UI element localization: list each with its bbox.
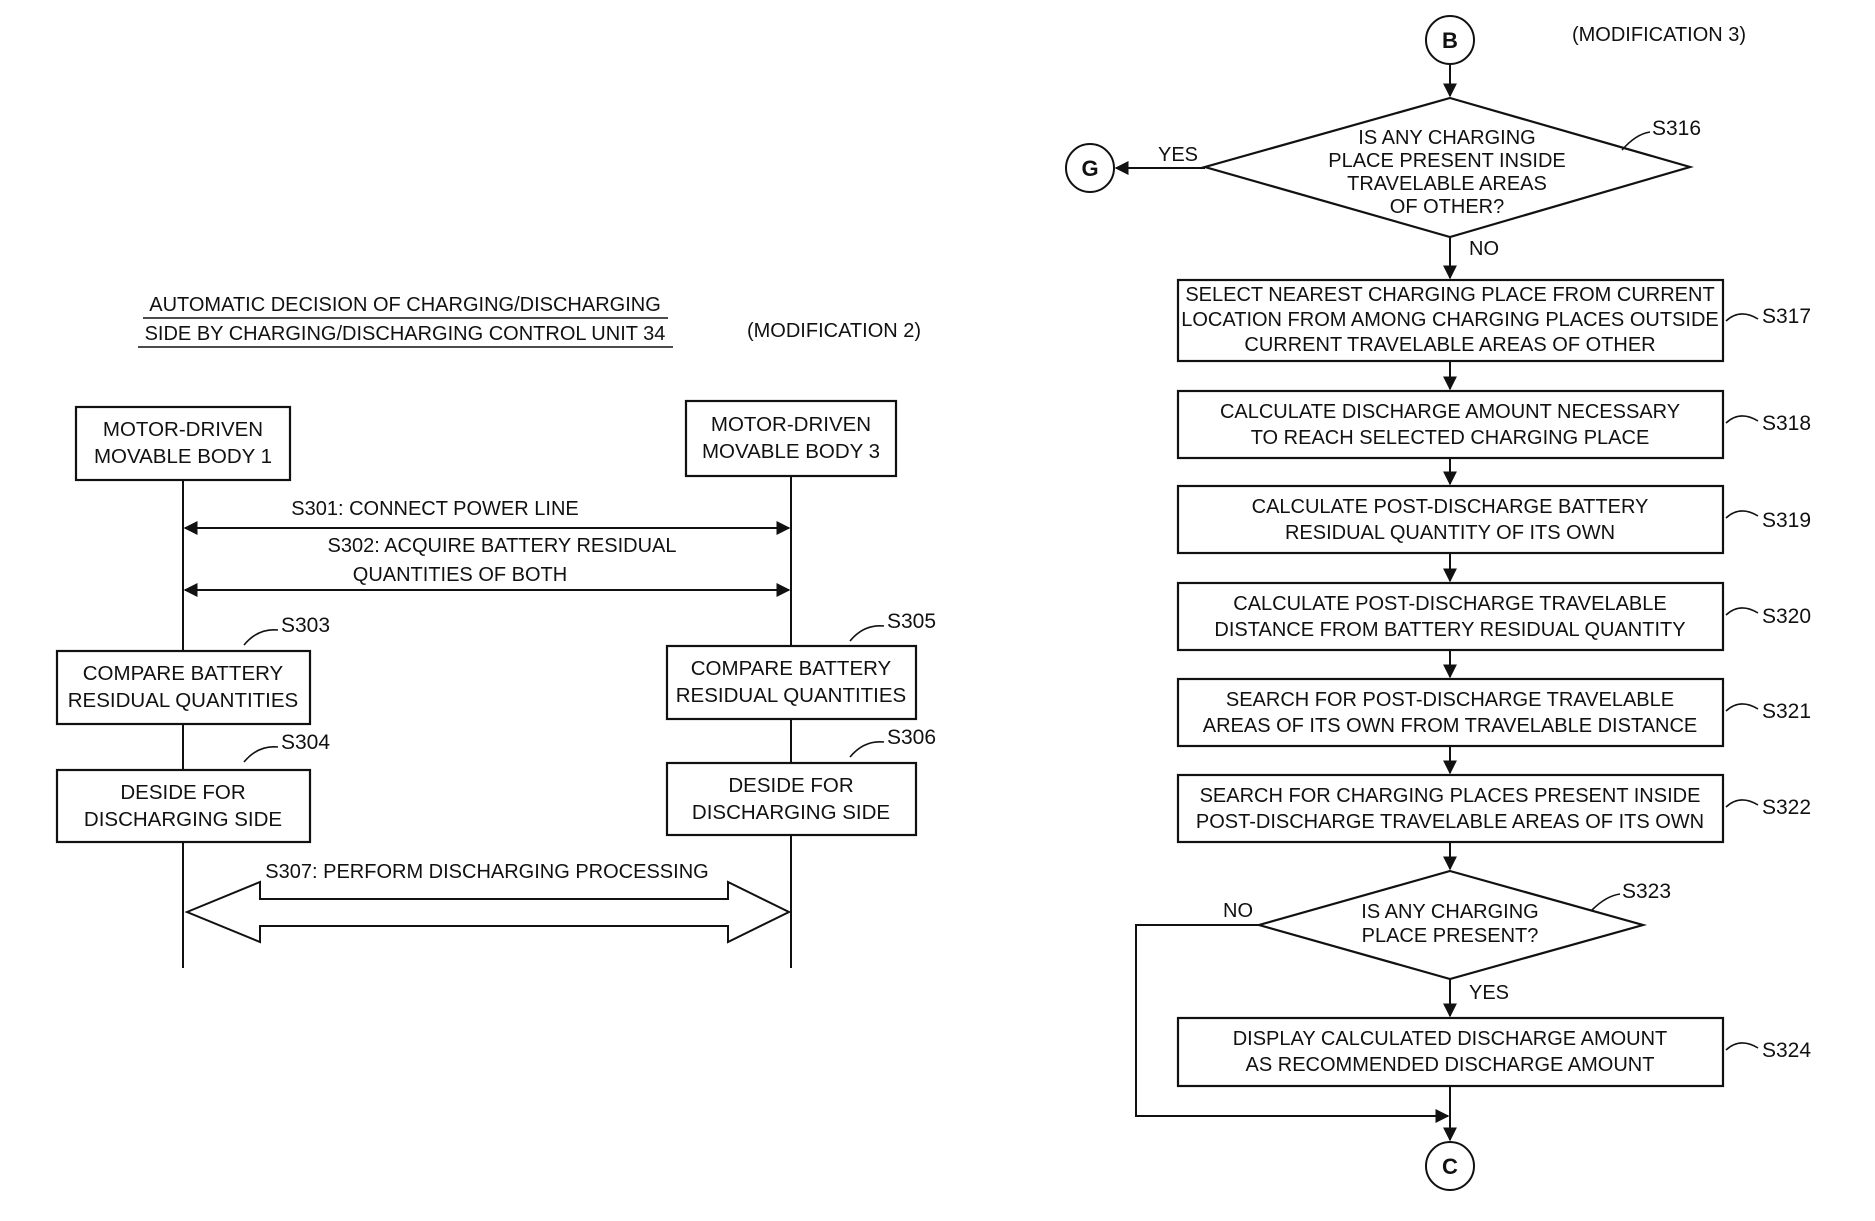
- svg-text:CALCULATE POST-DISCHARGE BATTE: CALCULATE POST-DISCHARGE BATTERY: [1252, 496, 1649, 518]
- svg-text:SELECT NEAREST CHARGING PLACE: SELECT NEAREST CHARGING PLACE FROM CURRE…: [1185, 284, 1714, 306]
- svg-text:B: B: [1442, 28, 1458, 53]
- svg-text:TRAVELABLE AREAS: TRAVELABLE AREAS: [1347, 173, 1547, 195]
- s323-decision: IS ANY CHARGING PLACE PRESENT?: [1259, 871, 1643, 979]
- s307-double-arrow: [187, 882, 789, 942]
- s316-step-label: S316: [1652, 117, 1701, 140]
- svg-text:RESIDUAL QUANTITIES: RESIDUAL QUANTITIES: [676, 684, 906, 707]
- svg-text:MOVABLE BODY 3: MOVABLE BODY 3: [702, 440, 880, 463]
- svg-text:OF OTHER?: OF OTHER?: [1390, 196, 1504, 218]
- s305-box: COMPARE BATTERY RESIDUAL QUANTITIES: [667, 646, 916, 719]
- s324-step-label: S324: [1762, 1039, 1811, 1062]
- svg-text:DISPLAY CALCULATED DISCHARGE A: DISPLAY CALCULATED DISCHARGE AMOUNT: [1233, 1028, 1668, 1050]
- svg-text:DISTANCE FROM BATTERY RESIDUAL: DISTANCE FROM BATTERY RESIDUAL QUANTITY: [1214, 619, 1685, 641]
- svg-text:AS RECOMMENDED DISCHARGE AMOUN: AS RECOMMENDED DISCHARGE AMOUNT: [1246, 1054, 1655, 1076]
- svg-text:CALCULATE POST-DISCHARGE TRAVE: CALCULATE POST-DISCHARGE TRAVELABLE: [1233, 593, 1666, 615]
- s303-step-label: S303: [281, 614, 330, 637]
- s306-box: DESIDE FOR DISCHARGING SIDE: [667, 763, 916, 835]
- svg-text:CALCULATE DISCHARGE AMOUNT NEC: CALCULATE DISCHARGE AMOUNT NECESSARY: [1220, 401, 1680, 423]
- svg-text:AREAS OF ITS OWN FROM TRAVELAB: AREAS OF ITS OWN FROM TRAVELABLE DISTANC…: [1203, 715, 1698, 737]
- svg-text:PLACE PRESENT?: PLACE PRESENT?: [1362, 925, 1539, 947]
- s323-no-label: NO: [1223, 900, 1253, 922]
- s322-box: SEARCH FOR CHARGING PLACES PRESENT INSID…: [1178, 775, 1723, 842]
- svg-text:IS ANY CHARGING: IS ANY CHARGING: [1358, 127, 1535, 149]
- s321-step-label: S321: [1762, 700, 1811, 723]
- svg-text:RESIDUAL QUANTITIES: RESIDUAL QUANTITIES: [68, 689, 298, 712]
- svg-text:CURRENT TRAVELABLE AREAS OF OT: CURRENT TRAVELABLE AREAS OF OTHER: [1244, 334, 1655, 356]
- svg-text:DESIDE FOR: DESIDE FOR: [120, 781, 245, 804]
- s320-box: CALCULATE POST-DISCHARGE TRAVELABLE DIST…: [1178, 583, 1723, 650]
- s324-box: DISPLAY CALCULATED DISCHARGE AMOUNT AS R…: [1178, 1018, 1723, 1086]
- left-modification-label: (MODIFICATION 2): [747, 320, 921, 342]
- svg-text:RESIDUAL QUANTITY OF ITS OWN: RESIDUAL QUANTITY OF ITS OWN: [1285, 522, 1615, 544]
- svg-text:COMPARE BATTERY: COMPARE BATTERY: [83, 662, 284, 685]
- movable-body-3-box: MOTOR-DRIVEN MOVABLE BODY 3: [686, 401, 896, 476]
- s319-box: CALCULATE POST-DISCHARGE BATTERY RESIDUA…: [1178, 486, 1723, 553]
- right-modification-label: (MODIFICATION 3): [1572, 24, 1746, 46]
- svg-text:SEARCH FOR POST-DISCHARGE TRAV: SEARCH FOR POST-DISCHARGE TRAVELABLE: [1226, 689, 1674, 711]
- svg-text:DESIDE FOR: DESIDE FOR: [728, 774, 853, 797]
- svg-text:LOCATION FROM AMONG CHARGING P: LOCATION FROM AMONG CHARGING PLACES OUTS…: [1181, 309, 1718, 331]
- svg-text:MOTOR-DRIVEN: MOTOR-DRIVEN: [103, 418, 263, 441]
- svg-text:G: G: [1081, 156, 1098, 181]
- s316-no-label: NO: [1469, 238, 1499, 260]
- s323-step-label: S323: [1622, 880, 1671, 903]
- s304-box: DESIDE FOR DISCHARGING SIDE: [57, 770, 310, 842]
- left-title-line2: SIDE BY CHARGING/DISCHARGING CONTROL UNI…: [145, 323, 666, 345]
- movable-body-1-box: MOTOR-DRIVEN MOVABLE BODY 1: [76, 407, 290, 480]
- s318-step-label: S318: [1762, 412, 1811, 435]
- connector-c: C: [1426, 1142, 1474, 1190]
- s317-box: SELECT NEAREST CHARGING PLACE FROM CURRE…: [1178, 280, 1723, 361]
- svg-text:C: C: [1442, 1154, 1458, 1179]
- svg-text:MOVABLE BODY 1: MOVABLE BODY 1: [94, 445, 272, 468]
- flowchart: (MODIFICATION 3) B IS ANY CHARGING PLACE…: [1066, 16, 1811, 1190]
- s307-label: S307: PERFORM DISCHARGING PROCESSING: [265, 861, 708, 883]
- s306-step-label: S306: [887, 726, 936, 749]
- svg-text:DISCHARGING SIDE: DISCHARGING SIDE: [692, 801, 890, 824]
- s319-step-label: S319: [1762, 509, 1811, 532]
- svg-text:IS ANY CHARGING: IS ANY CHARGING: [1361, 901, 1538, 923]
- sequence-diagram: AUTOMATIC DECISION OF CHARGING/DISCHARGI…: [57, 294, 936, 968]
- s302-label-line1: S302: ACQUIRE BATTERY RESIDUAL: [327, 535, 676, 557]
- s321-box: SEARCH FOR POST-DISCHARGE TRAVELABLE ARE…: [1178, 679, 1723, 746]
- s316-decision: IS ANY CHARGING PLACE PRESENT INSIDE TRA…: [1205, 98, 1690, 237]
- s305-step-label: S305: [887, 610, 936, 633]
- svg-text:PLACE PRESENT INSIDE: PLACE PRESENT INSIDE: [1328, 150, 1565, 172]
- s316-yes-label: YES: [1158, 144, 1198, 166]
- svg-text:DISCHARGING SIDE: DISCHARGING SIDE: [84, 808, 282, 831]
- svg-text:SEARCH FOR CHARGING PLACES PRE: SEARCH FOR CHARGING PLACES PRESENT INSID…: [1200, 785, 1701, 807]
- connector-b: B: [1426, 16, 1474, 64]
- s323-yes-label: YES: [1469, 982, 1509, 1004]
- svg-text:MOTOR-DRIVEN: MOTOR-DRIVEN: [711, 413, 871, 436]
- s322-step-label: S322: [1762, 796, 1811, 819]
- left-title-line1: AUTOMATIC DECISION OF CHARGING/DISCHARGI…: [149, 294, 661, 316]
- s303-box: COMPARE BATTERY RESIDUAL QUANTITIES: [57, 651, 310, 724]
- s302-label-line2: QUANTITIES OF BOTH: [353, 564, 567, 586]
- svg-text:TO REACH SELECTED CHARGING PLA: TO REACH SELECTED CHARGING PLACE: [1251, 427, 1650, 449]
- s317-step-label: S317: [1762, 305, 1811, 328]
- s318-box: CALCULATE DISCHARGE AMOUNT NECESSARY TO …: [1178, 391, 1723, 458]
- svg-text:COMPARE BATTERY: COMPARE BATTERY: [691, 657, 892, 680]
- connector-g: G: [1066, 144, 1114, 192]
- s304-step-label: S304: [281, 731, 330, 754]
- s301-label: S301: CONNECT POWER LINE: [291, 498, 578, 520]
- s320-step-label: S320: [1762, 605, 1811, 628]
- svg-text:POST-DISCHARGE TRAVELABLE AREA: POST-DISCHARGE TRAVELABLE AREAS OF ITS O…: [1196, 811, 1704, 833]
